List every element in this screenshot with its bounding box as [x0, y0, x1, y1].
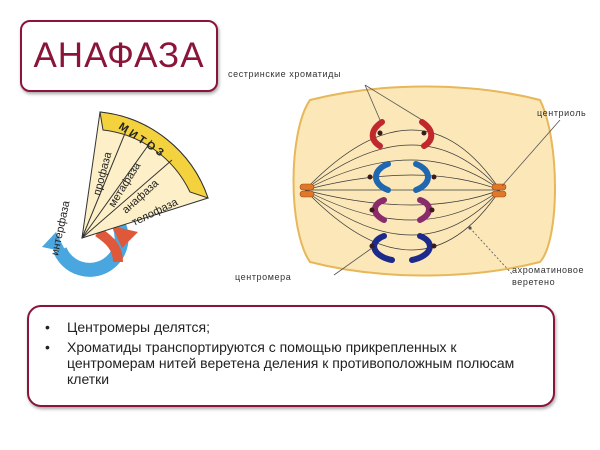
- note-item: Хроматиды транспортируются с помощью при…: [43, 339, 539, 387]
- cycle-arrow-body: [95, 227, 123, 263]
- chromatid-blue-right: [413, 161, 431, 193]
- interphase-arrow-head: [42, 232, 66, 252]
- cell: [292, 85, 556, 277]
- note-item: Центромеры делятся;: [43, 319, 539, 335]
- sector-divider-3: [81, 159, 173, 239]
- title-box: АНАФАЗА: [20, 20, 218, 92]
- interphase-label: интерфаза: [49, 199, 72, 257]
- callout-centriole: [501, 119, 561, 187]
- label-centromere: центромера: [235, 272, 291, 282]
- sector-divider-1: [81, 125, 129, 239]
- notes-list: Центромеры делятся; Хроматиды транспорти…: [43, 319, 539, 387]
- label-sister-chromatids: сестринские хроматиды: [228, 69, 341, 79]
- centromeres: [367, 130, 437, 249]
- sector-divider-2: [81, 139, 153, 239]
- callout-chromatids-left: [364, 84, 381, 121]
- chromatid-navy-left: [371, 233, 395, 263]
- chromatid-purple-left: [372, 197, 387, 223]
- cycle-arrow: [95, 226, 138, 263]
- chromatid-red-left: [369, 119, 385, 149]
- label-centriole: центриоль: [537, 108, 586, 118]
- chromatid-blue-left: [373, 161, 391, 193]
- chromatid-navy-right: [409, 233, 433, 263]
- spindle-fibers: [304, 129, 501, 251]
- slide-title: АНАФАЗА: [33, 36, 205, 75]
- callout-centromere: [333, 247, 373, 276]
- callout-lines: [333, 84, 561, 276]
- label-spindle-line1: ахроматиновое: [512, 265, 584, 275]
- chromatid-red-right: [419, 119, 435, 149]
- chromatid-purple-right: [417, 197, 432, 223]
- cycle-arrow-head: [112, 226, 138, 248]
- notes-box: Центромеры делятся; Хроматиды транспорти…: [27, 305, 555, 407]
- label-spindle-line2: веретено: [512, 277, 555, 287]
- mitosis-band: [99, 111, 209, 199]
- centriole-left: [299, 183, 315, 198]
- chromatids: [369, 119, 435, 263]
- mitosis-fan: М И Т О З профаза метафаза анафаза телоф…: [81, 111, 209, 239]
- callout-chromatids-right: [364, 84, 423, 121]
